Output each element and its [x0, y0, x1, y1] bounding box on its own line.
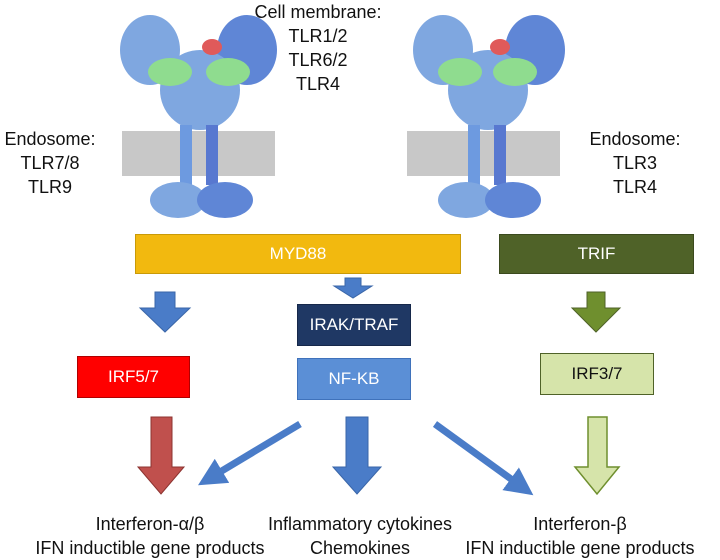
- endosome-right-title: Endosome:: [589, 129, 681, 149]
- endosome-right-tlr4: TLR4: [612, 177, 657, 197]
- cell-membrane-title: Cell membrane:: [254, 2, 382, 22]
- arrow-myd88-to-irf57: [138, 291, 192, 333]
- membrane-left: [122, 131, 275, 176]
- arrow-irf57-to-ifn: [136, 416, 186, 495]
- myd88-box: MYD88: [135, 234, 461, 274]
- arrow-nfkb-to-right-output: [432, 421, 534, 496]
- arrow-irf37-to-ifnb: [573, 416, 621, 496]
- membrane-right: [407, 131, 560, 176]
- output-right: Interferon-β IFN inductible gene product…: [440, 512, 720, 560]
- irf37-label: IRF3/7: [571, 364, 623, 383]
- endosome-right-label: Endosome: TLR3 TLR4: [580, 127, 690, 199]
- arrow-nfkb-to-left-output: [197, 420, 302, 486]
- endosome-left-tlr78: TLR7/8: [20, 153, 80, 173]
- output-left-line2: IFN inductible gene products: [35, 538, 265, 558]
- output-left-line1: Interferon-α/β: [95, 514, 205, 534]
- endosome-left-title: Endosome:: [4, 129, 96, 149]
- irak-traf-box: IRAK/TRAF: [297, 304, 411, 346]
- output-right-line1: Interferon-β: [533, 514, 627, 534]
- output-left: Interferon-α/β IFN inductible gene produ…: [0, 512, 300, 560]
- output-center-line1: Inflammatory cytokines: [267, 514, 453, 534]
- endosome-left-tlr9: TLR9: [27, 177, 72, 197]
- tlr-protein-right: [413, 15, 565, 218]
- irak-traf-label: IRAK/TRAF: [309, 315, 399, 334]
- myd88-label: MYD88: [269, 244, 327, 263]
- endosome-left-label: Endosome: TLR7/8 TLR9: [0, 127, 100, 199]
- arrow-myd88-to-irak: [332, 277, 374, 299]
- cell-membrane-tlr62: TLR6/2: [288, 50, 348, 70]
- trif-label: TRIF: [577, 244, 616, 263]
- arrow-trif-to-irf37: [570, 291, 622, 333]
- cell-membrane-tlr12: TLR1/2: [288, 26, 348, 46]
- nfkb-label: NF-KB: [328, 369, 380, 388]
- tlr-protein-left: [120, 15, 277, 218]
- arrow-nfkb-to-cytokines: [331, 416, 383, 495]
- endosome-right-tlr3: TLR3: [612, 153, 657, 173]
- irf57-box: IRF5/7: [77, 356, 190, 398]
- irf37-box: IRF3/7: [540, 353, 654, 395]
- trif-box: TRIF: [499, 234, 694, 274]
- cell-membrane-tlr4: TLR4: [295, 74, 340, 94]
- cell-membrane-label: Cell membrane: TLR1/2 TLR6/2 TLR4: [248, 0, 388, 96]
- output-center: Inflammatory cytokines Chemokines: [240, 512, 480, 560]
- output-center-line2: Chemokines: [309, 538, 411, 558]
- output-right-line2: IFN inductible gene products: [465, 538, 695, 558]
- irf57-label: IRF5/7: [107, 367, 160, 386]
- nfkb-box: NF-KB: [297, 358, 411, 400]
